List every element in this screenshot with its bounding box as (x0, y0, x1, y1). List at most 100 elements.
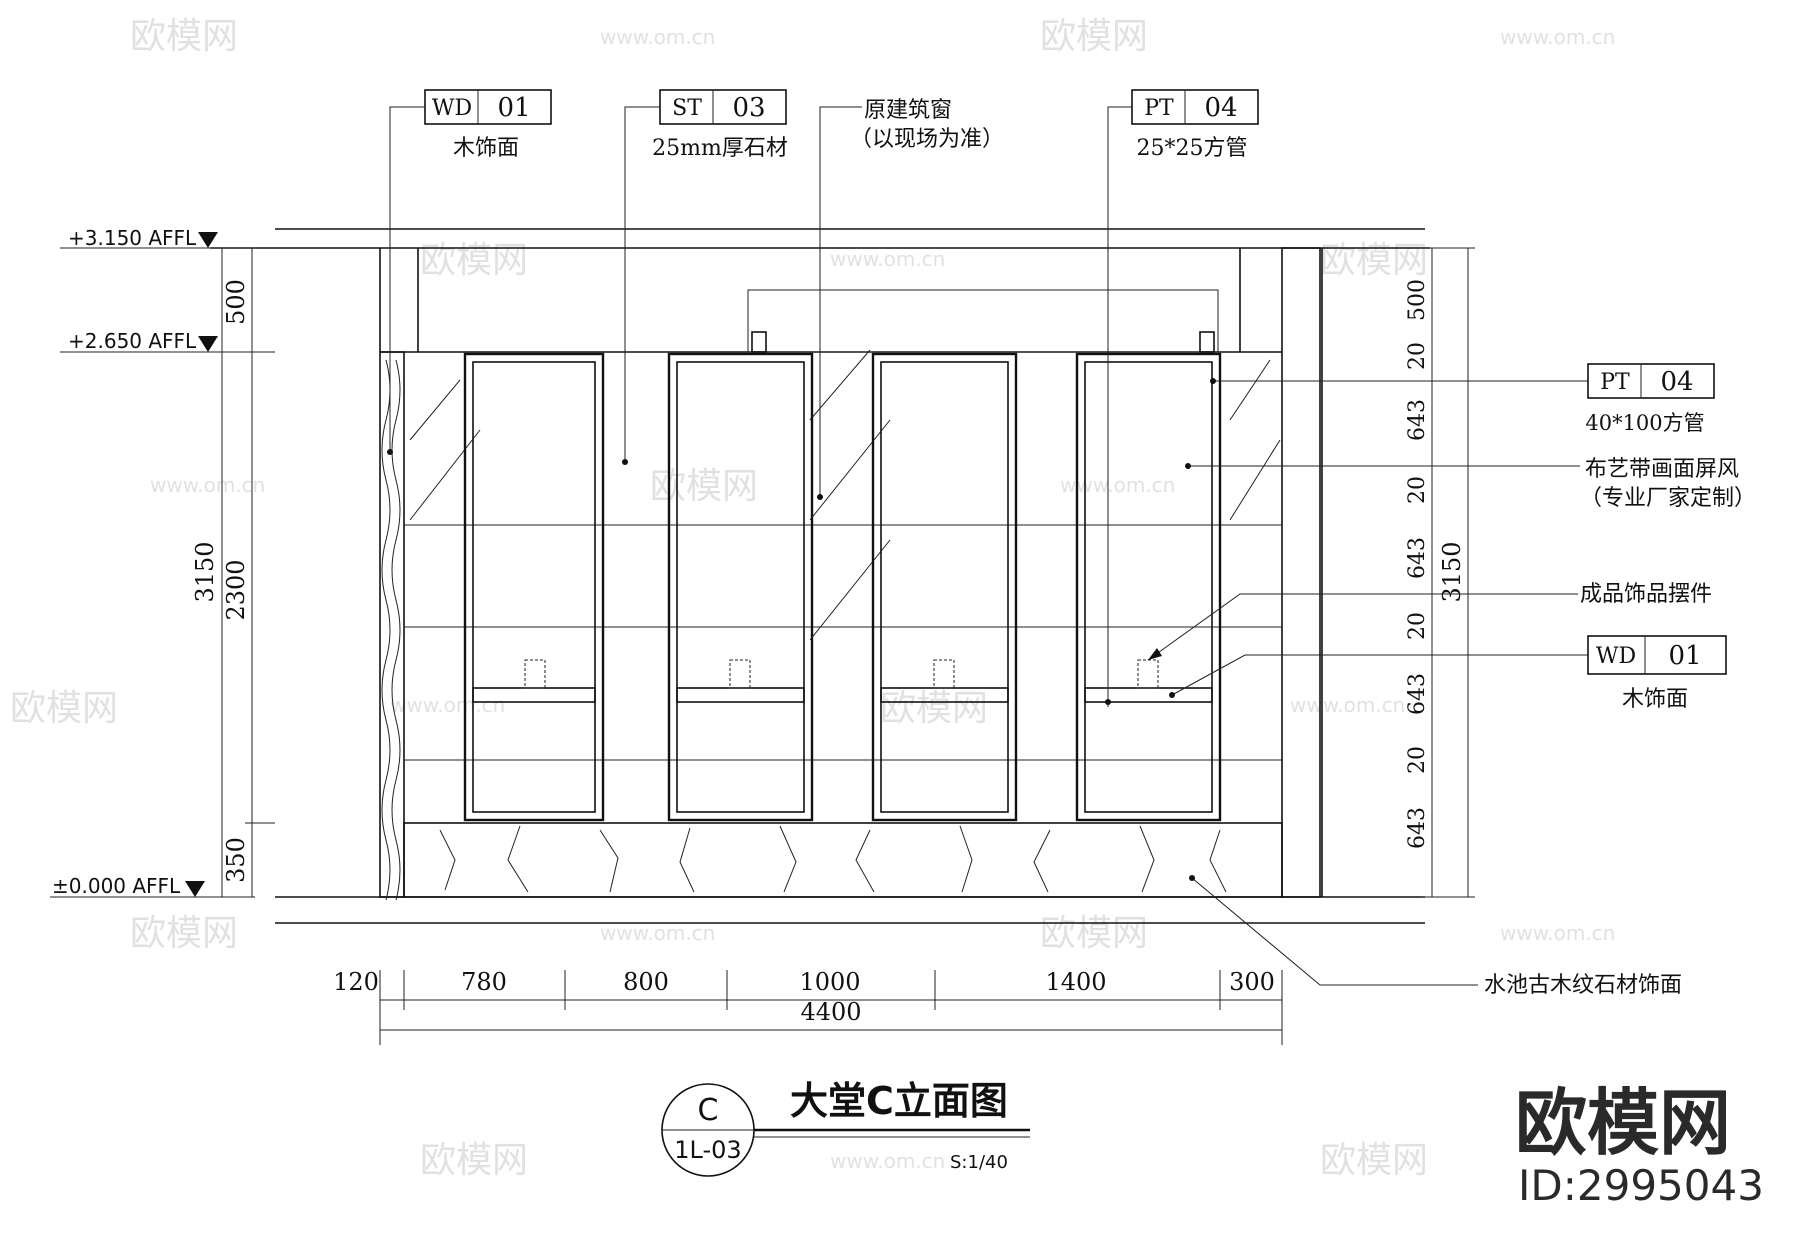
watermark-url: www.om.cn (150, 473, 265, 497)
level-triangle-icon (198, 336, 218, 352)
note-pool: 水池古木纹石材饰面 (1484, 973, 1682, 998)
screen-panel-3-inner (880, 361, 1009, 813)
screen-panel-4 (1075, 352, 1222, 822)
dim-segment: 20 (1405, 476, 1430, 504)
dim-total: 3150 (1438, 541, 1466, 602)
dim-segment: 643 (1405, 807, 1430, 849)
watermark-url: www.om.cn (1500, 921, 1615, 945)
tag-number: 01 (1668, 641, 1701, 671)
watermark-brand: 欧模网 (1040, 913, 1148, 954)
leader-line (1147, 593, 1578, 661)
ornament-icon (1137, 659, 1159, 689)
dim-segment: 20 (1405, 612, 1430, 640)
leader-dot (1189, 875, 1195, 881)
screen-panel-3 (871, 352, 1018, 822)
dim-segment: 20 (1405, 342, 1430, 370)
watermark-url: www.om.cn (1500, 25, 1615, 49)
dim-total: 4400 (800, 998, 861, 1026)
title-block: C 1L-03 大堂C立面图 S:1/40 (661, 1079, 1030, 1177)
leader-arrow-icon (1148, 648, 1162, 660)
dim-segment: 780 (461, 968, 507, 996)
dim-segment: 500 (222, 279, 250, 325)
note-screen-line2: （专业厂家定制） (1580, 486, 1756, 511)
watermark-brand: 欧模网 (130, 16, 238, 57)
dim-segment: 643 (1405, 537, 1430, 579)
brand-logo-text: 欧模网 (1515, 1081, 1731, 1165)
tag-code: ST (672, 96, 702, 121)
tag-number: 03 (732, 93, 765, 123)
ornament-icon (524, 659, 546, 689)
screen-panel-1-inner (472, 361, 596, 813)
window-frame (747, 289, 1219, 353)
left-dimensions: 3150 2300 500 350 (191, 248, 275, 897)
watermark-url: www.om.cn (830, 247, 945, 271)
shelf (1084, 687, 1213, 703)
dim-segment: 643 (1405, 673, 1430, 715)
leader-line (389, 106, 425, 452)
stone-vein (439, 825, 1227, 893)
watermark-brand: 欧模网 (1040, 16, 1148, 57)
watermark-url: www.om.cn (1290, 693, 1405, 717)
level-markers: +3.150 AFFL +2.650 AFFL ±0.000 AFFL (50, 226, 255, 898)
leader-dot (1105, 699, 1111, 705)
top-tags: WD 01 木饰面 ST 03 25mm厚石材 原建筑窗 （以现场为准） PT … (387, 89, 1259, 707)
watermark-brand: 欧模网 (880, 688, 988, 729)
tag-number: 04 (1660, 367, 1693, 397)
section-symbol-ref: 1L-03 (674, 1136, 741, 1164)
stone-base (403, 822, 1283, 898)
note-window-line2: （以现场为准） (850, 127, 1004, 152)
right-column (1281, 247, 1321, 898)
dim-total: 3150 (191, 541, 219, 602)
tag-box-wd (424, 89, 552, 125)
screen-panel-4-inner (1084, 361, 1213, 813)
tag-description: 40*100方管 (1585, 411, 1704, 435)
window-bracket-right (1199, 331, 1215, 353)
tag-box-pt-right (1587, 363, 1715, 399)
screen-panel-2 (667, 352, 814, 822)
watermark-brand: 欧模网 (1320, 1140, 1428, 1181)
structure-lines (210, 228, 1430, 924)
dim-mid: 2300 (222, 559, 250, 620)
leader-dot (1210, 378, 1216, 384)
watermark-brand: 欧模网 (10, 688, 118, 729)
drawing-scale: S:1/40 (950, 1152, 1008, 1173)
watermark-brand: 欧模网 (420, 1140, 528, 1181)
leader-line (624, 106, 660, 462)
watermark-layer: 欧模网 www.om.cn 欧模网 www.om.cn 欧模网 www.om.c… (10, 16, 1615, 1181)
watermark-brand: 欧模网 (420, 240, 528, 281)
watermark-brand: 欧模网 (650, 466, 758, 507)
tag-number: 04 (1204, 93, 1237, 123)
leader-dot (387, 449, 393, 455)
tag-code: WD (432, 96, 472, 121)
right-dimensions: 500 20 643 20 643 20 643 20 643 3150 (1405, 247, 1475, 898)
drawing-title: 大堂C立面图 (790, 1079, 1008, 1123)
note-window-line1: 原建筑窗 (864, 98, 952, 123)
dim-segment: 300 (1229, 968, 1275, 996)
watermark-url: www.om.cn (600, 25, 715, 49)
level-label: ±0.000 AFFL (52, 874, 181, 898)
section-symbol-letter: C (698, 1093, 719, 1128)
model-id: ID:2995043 (1518, 1161, 1764, 1210)
brand-block: 欧模网 ID:2995043 (1515, 1081, 1764, 1210)
level-label: +2.650 AFFL (68, 329, 197, 353)
right-tags: PT 04 40*100方管 布艺带画面屏风 （专业厂家定制） 成品饰品摆件 W… (1147, 363, 1756, 998)
screen-panels (463, 352, 1222, 822)
wood-grain (391, 359, 401, 901)
wood-panel-left (379, 351, 405, 898)
dim-segment: 1400 (1045, 968, 1106, 996)
leader-dot (622, 459, 628, 465)
tag-code: WD (1596, 644, 1636, 669)
watermark-brand: 欧模网 (1320, 240, 1428, 281)
watermark-url: www.om.cn (830, 1149, 945, 1173)
note-screen-line1: 布艺带画面屏风 (1585, 457, 1739, 482)
watermark-url: www.om.cn (390, 693, 505, 717)
leader-line (819, 106, 862, 497)
dim-segment: 20 (1405, 746, 1430, 774)
tag-number: 01 (497, 93, 530, 123)
shelf (676, 687, 805, 703)
dim-segment: 350 (222, 837, 250, 883)
screen-panel-1 (463, 352, 605, 822)
watermark-brand: 欧模网 (130, 913, 238, 954)
leader-dot (1185, 463, 1191, 469)
